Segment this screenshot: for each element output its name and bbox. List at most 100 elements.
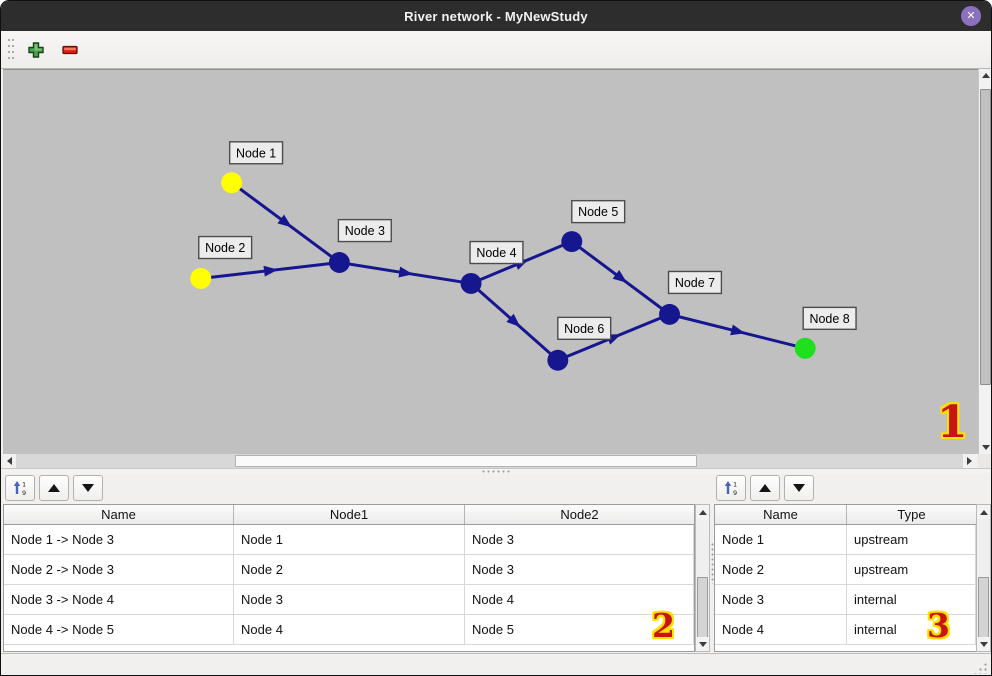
table-cell: Node 4 [234,615,465,644]
remove-button[interactable] [57,37,83,63]
column-header-node1[interactable]: Node1 [234,505,465,524]
node-n2[interactable] [190,267,212,289]
titlebar[interactable]: River network - MyNewStudy ✕ [1,1,991,31]
node-label-text: Node 1 [236,146,276,160]
scroll-up-button[interactable] [977,505,990,519]
node-n5[interactable] [561,231,583,253]
move-down-button[interactable] [73,475,103,501]
table-cell: upstream [847,525,976,554]
nodes-table-scrollbar[interactable] [976,504,991,652]
add-button[interactable] [23,37,49,63]
canvas-vertical-scrollbar[interactable] [978,69,991,454]
scroll-right-button[interactable] [963,454,976,468]
canvas-horizontal-scrollbar[interactable] [3,454,976,468]
node-label-text: Node 5 [578,205,618,219]
up-arrow-icon [48,484,60,492]
move-up-button[interactable] [750,475,780,501]
edge-arrow-icon [612,269,628,283]
scroll-down-button[interactable] [977,637,990,651]
scroll-up-button[interactable] [696,505,709,519]
table-cell: Node 3 -> Node 4 [4,585,234,614]
node-label-n6[interactable]: Node 6 [557,316,612,340]
node-label-n4[interactable]: Node 4 [469,240,524,265]
node-n4[interactable] [460,272,482,294]
node-label-n3[interactable]: Node 3 [337,218,392,243]
svg-text:9: 9 [733,489,737,496]
node-label-text: Node 8 [810,312,850,326]
node-n8[interactable] [794,337,816,359]
move-down-button[interactable] [784,475,814,501]
edge-arrow-icon [277,214,292,228]
node-n7[interactable] [659,303,681,325]
table-cell: internal [847,585,976,614]
table-cell: Node 3 [715,585,847,614]
move-up-button[interactable] [39,475,69,501]
node-n6[interactable] [547,349,569,371]
node-label-n1[interactable]: Node 1 [228,141,284,165]
minus-icon [62,45,78,54]
toolbar-drag-handle[interactable] [7,36,15,63]
main-toolbar [1,31,991,69]
resize-grip[interactable] [973,662,987,674]
down-arrow-icon [82,484,94,492]
splitter-grip-icon [481,470,511,473]
panel-splitter[interactable] [710,474,714,652]
table-cell: internal [847,615,976,644]
table-cell: Node 4 -> Node 5 [4,615,234,644]
node-label-n5[interactable]: Node 5 [571,199,626,224]
table-cell: upstream [847,555,976,584]
up-arrow-icon [698,509,707,515]
edge-arrow-icon [398,266,414,278]
scroll-left-button[interactable] [3,454,16,468]
horizontal-scroll-thumb[interactable] [235,455,697,467]
vertical-scroll-thumb[interactable] [980,89,991,385]
splitter-grip-icon [710,542,714,584]
scroll-down-button[interactable] [979,441,991,454]
column-header-name[interactable]: Name [715,505,847,524]
left-arrow-icon [7,457,12,465]
scroll-up-button[interactable] [979,69,991,82]
scroll-down-button[interactable] [696,637,709,651]
sort-button[interactable]: 1 9 [716,475,746,501]
node-n1[interactable] [221,172,243,194]
close-button[interactable]: ✕ [961,6,981,26]
edges-table-scrollbar[interactable] [695,504,710,652]
network-svg: Node 1 Node 2 Node 3 Node 4 Node 5 Node 6 Node… [190,141,857,371]
statusbar [1,653,991,675]
node-label-box [571,199,626,224]
network-canvas[interactable]: Node 1 Node 2 Node 3 Node 4 Node 5 Node 6 Node… [3,69,978,454]
sort-ascending-icon: 1 9 [724,481,737,496]
edges-toolbar: 1 9 [5,475,103,503]
node-label-box [337,218,392,243]
column-header-name[interactable]: Name [4,505,234,524]
node-label-text: Node 3 [345,224,385,238]
edge-arrow-icon [506,313,521,328]
node-n3[interactable] [328,252,350,273]
column-header-node2[interactable]: Node2 [465,505,694,524]
column-header-type[interactable]: Type [847,505,976,524]
node-label-n8[interactable]: Node 8 [802,306,857,331]
node-label-box [469,240,524,265]
pane-splitter[interactable] [1,468,991,474]
node-label-n2[interactable]: Node 2 [198,235,253,260]
edges-table-header: Name Node1 Node2 [4,505,694,525]
right-arrow-icon [967,457,972,465]
table-cell: Node 2 [715,555,847,584]
scroll-thumb[interactable] [978,577,989,640]
node-label-box [198,235,253,260]
sort-button[interactable]: 1 9 [5,475,35,501]
node-label-n7[interactable]: Node 7 [667,270,723,295]
scroll-thumb[interactable] [697,577,708,640]
